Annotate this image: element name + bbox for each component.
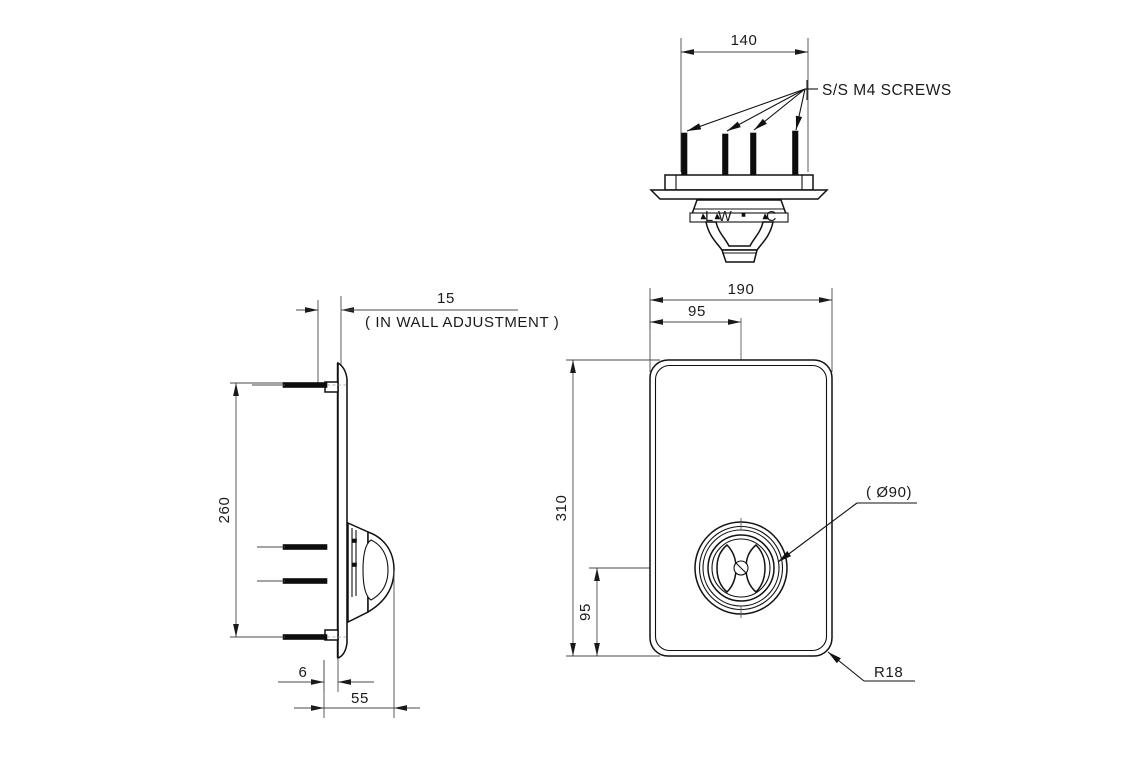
side-view-handle bbox=[347, 521, 395, 624]
front-trim-ring bbox=[694, 518, 788, 618]
screw-stud bbox=[750, 132, 757, 176]
callout-radius-18-text: R18 bbox=[874, 664, 903, 681]
dim-190-text: 190 bbox=[728, 281, 755, 298]
dim-15-text: 15 bbox=[437, 290, 455, 307]
top-view-spout bbox=[705, 221, 774, 263]
dim-95-vertical-text: 95 bbox=[577, 603, 594, 621]
dim-55: 55 bbox=[294, 570, 420, 718]
screw-stud bbox=[282, 578, 328, 584]
housing-mark-l: L bbox=[705, 209, 713, 225]
dim-140-text: 140 bbox=[731, 32, 758, 49]
dim-260-text: 260 bbox=[216, 497, 233, 524]
top-view-plate bbox=[649, 174, 829, 200]
dim-310-text: 310 bbox=[553, 495, 570, 522]
screw-stud bbox=[792, 130, 799, 176]
top-view-cartridge: L W C bbox=[689, 199, 789, 225]
screw-stud bbox=[282, 544, 328, 550]
screw-stud bbox=[282, 382, 328, 388]
dim-260: 260 bbox=[216, 382, 330, 638]
callout-diameter-90: ( Ø90) bbox=[777, 484, 917, 563]
dim-55-text: 55 bbox=[351, 690, 369, 707]
front-panel bbox=[649, 359, 833, 657]
screw-stud bbox=[681, 132, 688, 176]
callout-radius-18: R18 bbox=[827, 651, 915, 682]
screw-stud bbox=[282, 634, 328, 640]
side-view-group: 15 ( IN WALL ADJUSTMENT ) 260 bbox=[216, 290, 559, 718]
dim-6: 6 bbox=[278, 658, 374, 692]
screw-stud bbox=[722, 133, 729, 176]
side-view-screw-group bbox=[252, 382, 347, 640]
dim-140: 140 bbox=[680, 32, 809, 172]
note-ss-m4-screws: S/S M4 SCREWS bbox=[686, 80, 952, 132]
callout-diameter-90-text: ( Ø90) bbox=[866, 484, 912, 501]
housing-mark-w: W bbox=[718, 209, 732, 225]
dim-95-horizontal-text: 95 bbox=[688, 303, 706, 320]
dim-15-in-wall-adjustment: 15 ( IN WALL ADJUSTMENT ) bbox=[296, 290, 559, 385]
dim-95-horizontal: 95 bbox=[649, 300, 741, 330]
housing-mark-c: C bbox=[766, 209, 777, 225]
screw-stud-group bbox=[681, 130, 799, 176]
dim-15-note-text: ( IN WALL ADJUSTMENT ) bbox=[365, 314, 559, 331]
top-view-group: 140 S/S M4 SCREWS bbox=[649, 32, 952, 263]
side-view-plate bbox=[324, 361, 348, 660]
dim-6-text: 6 bbox=[299, 664, 308, 681]
dim-95-vertical: 95 bbox=[577, 567, 700, 656]
note-ss-m4-screws-text: S/S M4 SCREWS bbox=[822, 82, 952, 99]
dim-310: 310 bbox=[553, 359, 660, 657]
front-view-group: 190 95 310 95 bbox=[553, 281, 917, 682]
